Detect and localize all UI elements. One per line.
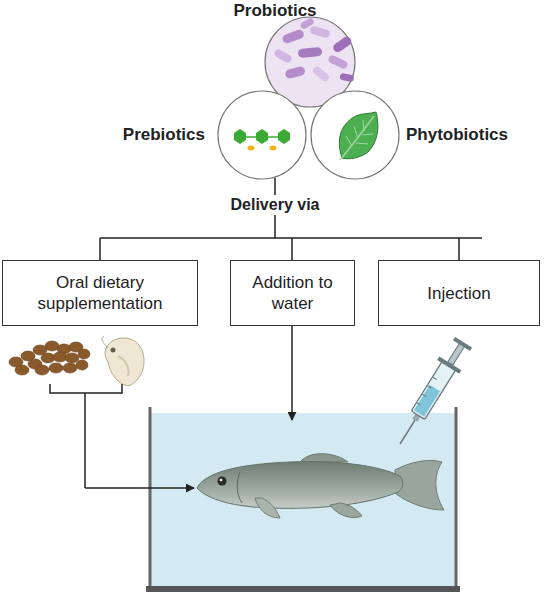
tree-line [100, 178, 482, 260]
fish-tank [146, 586, 460, 592]
tree-line [99, 238, 101, 260]
syringe [448, 343, 465, 365]
delivery-box: Injection [378, 260, 540, 326]
feed-pellets [15, 365, 29, 375]
fish-tank [146, 407, 460, 592]
tree-line [291, 238, 293, 260]
delivery-box: Oral dietary supplementation [2, 260, 198, 326]
circle-heading: Probiotics [210, 1, 340, 21]
prebiotic-icon [246, 136, 256, 138]
bacteria-icon [339, 73, 354, 82]
section-label: Delivery via [228, 195, 323, 215]
fish [197, 462, 403, 509]
feed-pellets [78, 349, 90, 359]
circle-outline [217, 90, 307, 180]
feed-arrow [85, 487, 194, 489]
fish [330, 503, 362, 518]
fish [220, 479, 223, 482]
fish [300, 454, 348, 462]
fish [218, 477, 227, 486]
syringe [411, 362, 455, 420]
bacteria-icon [273, 48, 293, 64]
box-label: Addition to water [239, 272, 346, 314]
fish [197, 454, 444, 518]
prebiotics-circle: Prebiotics [217, 90, 307, 180]
bacteria-icon [309, 26, 330, 39]
prebiotic-icon [268, 136, 278, 138]
syringe [417, 402, 421, 405]
syringe [389, 335, 475, 451]
prebiotic-icon [256, 129, 268, 144]
fish-tank [455, 407, 458, 589]
bacteria-icon [284, 66, 306, 80]
feed-pellets [49, 363, 63, 373]
feed-pellets [35, 365, 49, 375]
feed-pellets [63, 363, 77, 373]
daphnia [111, 348, 116, 353]
circle-shape [218, 91, 306, 179]
bacteria-icon [273, 17, 354, 83]
water-arrow [291, 326, 293, 420]
feed-arrow [50, 384, 122, 393]
feed-pellets [76, 360, 88, 370]
feed-arrow [84, 393, 86, 488]
feed-pellets [65, 353, 79, 363]
circle-shape [311, 91, 399, 179]
delivery-box: Addition to water [230, 260, 355, 326]
daphnia [118, 356, 129, 376]
circle-heading: Phytobiotics [406, 125, 526, 145]
prebiotic-icon [234, 129, 246, 144]
bacteria-icon [312, 65, 331, 83]
leaf-icon [340, 116, 374, 160]
leaf-icon [346, 120, 373, 146]
tree-line [274, 178, 276, 196]
fish-tank [149, 407, 152, 589]
water-arrow [291, 326, 293, 420]
daphnia [105, 338, 144, 386]
syringe [400, 419, 416, 444]
tree-line [100, 237, 482, 239]
box-label: Injection [427, 283, 490, 304]
circle-heading: Prebiotics [85, 125, 205, 145]
bacteria-icon [327, 54, 349, 70]
bacteria-icon [298, 47, 323, 58]
syringe [414, 385, 440, 417]
prebiotic-icon [248, 146, 255, 151]
circle-outline [310, 90, 400, 180]
feed-pellets [9, 341, 90, 375]
feed-arrow [50, 384, 194, 488]
fish [255, 498, 280, 518]
syringe [432, 377, 436, 380]
fish [237, 472, 242, 503]
box-label: Oral dietary supplementation [11, 272, 189, 314]
syringe [427, 385, 431, 388]
syringe [453, 337, 472, 351]
tree-line [458, 238, 460, 260]
prebiotic-icon [270, 146, 277, 151]
daphnia [102, 336, 144, 386]
bacteria-icon [299, 17, 315, 30]
fish-tank [150, 413, 456, 587]
leaf-icon [339, 112, 378, 160]
bacteria-icon [332, 35, 354, 54]
leaf-icon [339, 112, 378, 159]
prebiotic-icon [234, 129, 290, 151]
phytobiotics-circle: Phytobiotics [310, 90, 400, 180]
bacteria-icon [281, 28, 305, 44]
syringe [422, 394, 426, 397]
prebiotic-icon [278, 129, 290, 144]
tree-line [274, 214, 276, 238]
daphnia [102, 336, 108, 348]
